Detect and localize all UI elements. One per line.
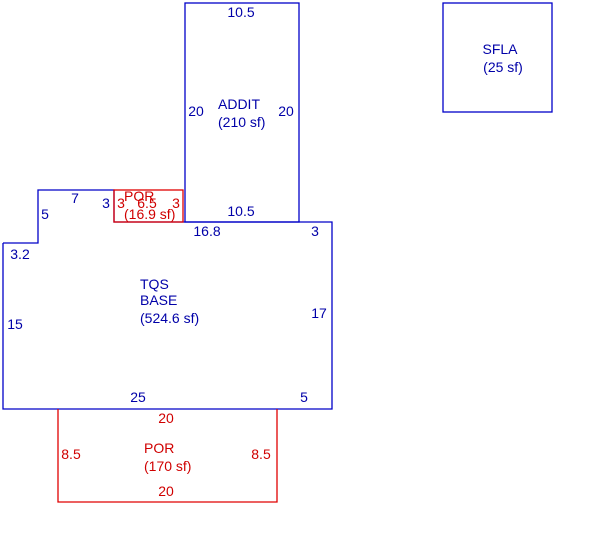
sfla-label: SFLA [482, 41, 518, 57]
addit-dim-left: 20 [188, 103, 204, 119]
small-porch-label: POR [124, 188, 154, 204]
porch-dim-left: 8.5 [61, 446, 81, 462]
small-porch-dim-right: 3 [172, 195, 180, 211]
base-area-text: (524.6 sf) [140, 310, 199, 326]
addit-dim-bottom: 10.5 [227, 203, 254, 219]
sfla-area-text: (25 sf) [483, 59, 523, 75]
addit-label: ADDIT [218, 96, 260, 112]
porch-area-text: (170 sf) [144, 458, 191, 474]
porch-dim-bottom: 20 [158, 483, 174, 499]
base-dim-bottom-right: 5 [300, 389, 308, 405]
addit-dim-top: 10.5 [227, 4, 254, 20]
base-dim-top-left: 7 [71, 190, 79, 206]
base-dim-right: 17 [311, 305, 327, 321]
porch-dim-top: 20 [158, 410, 174, 426]
porch-area-outline [57, 409, 278, 503]
base-dim-left: 15 [7, 316, 23, 332]
addit-dim-right: 20 [278, 103, 294, 119]
base-dim-top-middle: 16.8 [193, 223, 220, 239]
sfla-area-outline [442, 2, 553, 113]
small-porch-dim-left: 3 [117, 195, 125, 211]
small-porch-dim-top: 6.5 [137, 195, 157, 211]
base-dim-notch-left: 5 [41, 206, 49, 222]
base-label-line1: TQS [140, 276, 169, 292]
porch-label: POR [144, 440, 174, 456]
base-label-line2: BASE [140, 292, 177, 308]
base-dim-bottom: 25 [130, 389, 146, 405]
base-dim-notch-right: 3 [102, 195, 110, 211]
small-porch-area-text: (16.9 sf) [124, 206, 175, 222]
base-dim-top-right: 3 [311, 223, 319, 239]
addit-area-text: (210 sf) [218, 114, 265, 130]
small-porch-outline [113, 189, 184, 223]
base-dim-step: 3.2 [10, 246, 30, 262]
porch-dim-right: 8.5 [251, 446, 271, 462]
